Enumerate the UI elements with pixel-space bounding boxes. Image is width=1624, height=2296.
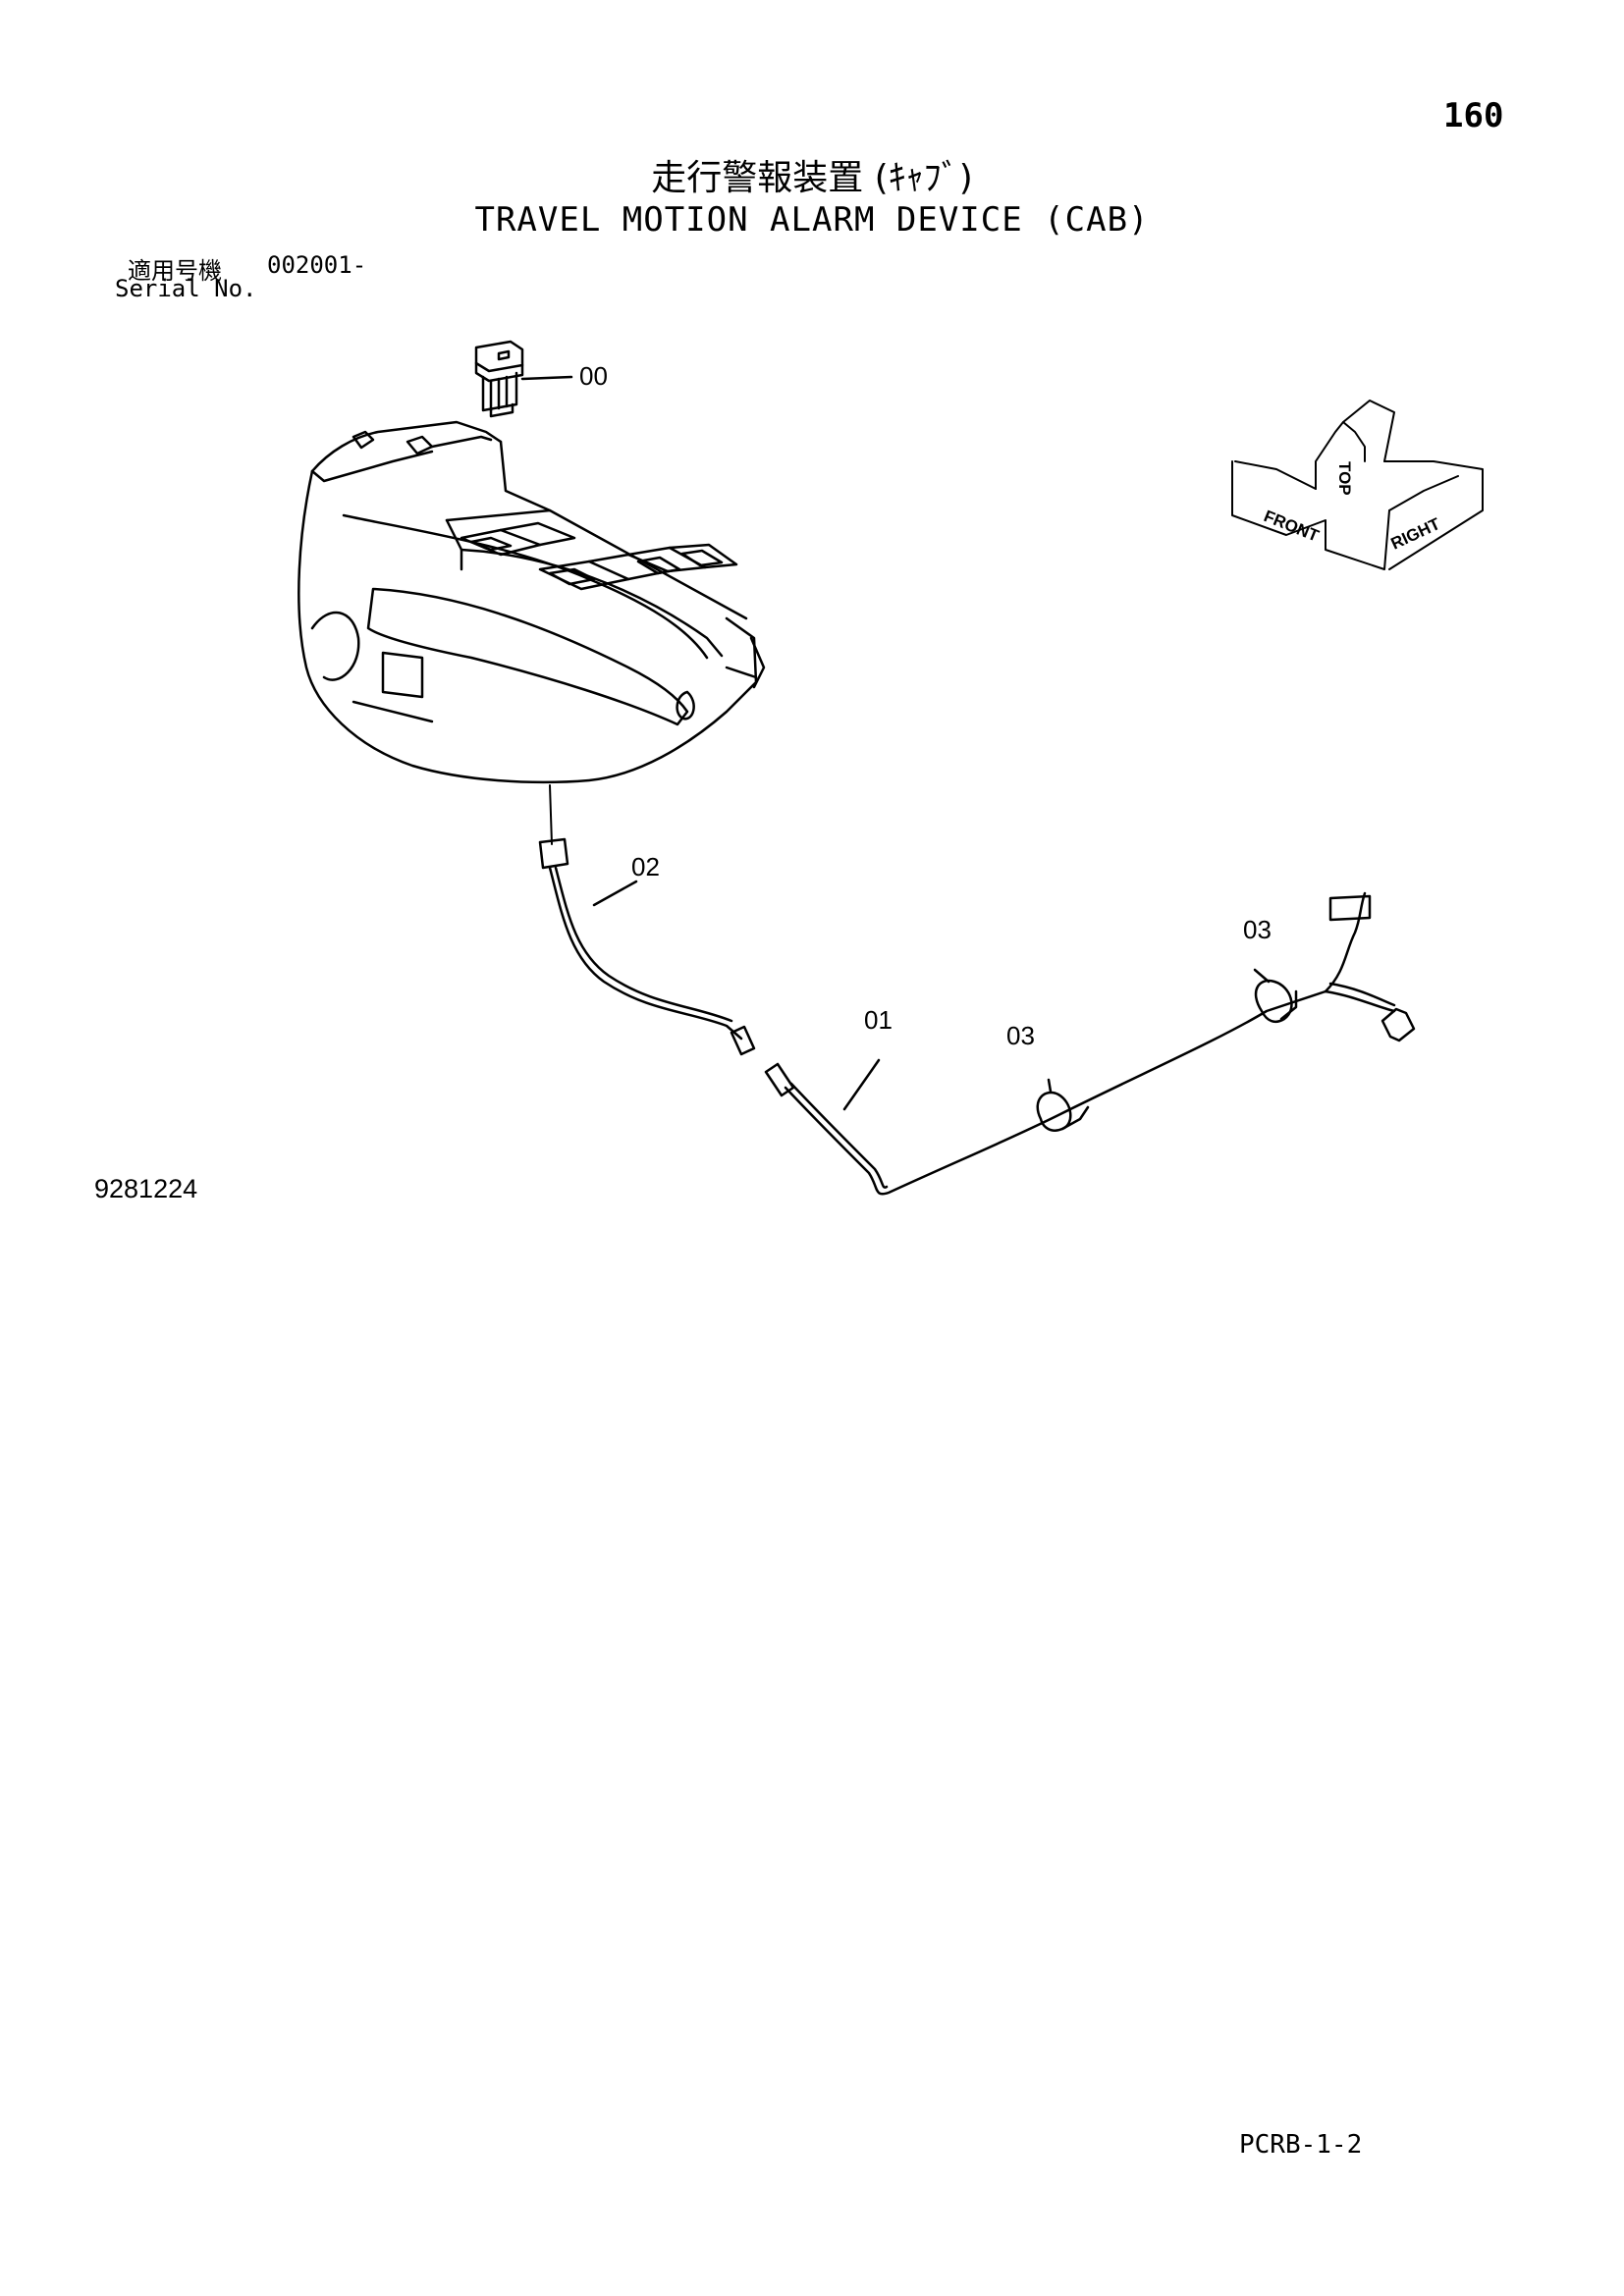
serial-label-japanese: 適用号機: [128, 257, 222, 285]
callout-01: 01: [864, 1005, 893, 1035]
orientation-right-label: RIGHT: [1388, 514, 1444, 554]
leader-line-03-left: [1047, 1078, 1053, 1094]
switch-console: [298, 420, 766, 784]
alarm-switch: [474, 340, 573, 418]
clamp-03-left: [1036, 1078, 1090, 1132]
leader-line-02: [592, 880, 638, 907]
serial-label-english: Serial No.: [115, 275, 257, 302]
callout-03-left: 03: [1006, 1021, 1035, 1050]
orientation-arrow: [1231, 400, 1484, 570]
console-switch-slots: [460, 521, 738, 591]
orientation-front-label: FRONT: [1262, 507, 1323, 546]
leader-line-01: [842, 1058, 881, 1111]
callout-02: 02: [631, 852, 660, 881]
callout-00: 00: [579, 361, 608, 391]
serial-value: 002001-: [267, 251, 367, 279]
harness-02: [538, 784, 756, 1056]
catalog-code: PCRB-1-2: [1239, 2130, 1363, 2160]
title-english: TRAVEL MOTION ALARM DEVICE (CAB): [474, 200, 1150, 240]
page-number: 160: [1443, 96, 1504, 135]
callout-03-right: 03: [1243, 915, 1272, 944]
orientation-top-label: TOP: [1335, 461, 1354, 496]
leader-line-00: [520, 375, 573, 381]
title-japanese: 走行警報装置 (ｷｬﾌﾞ): [651, 158, 973, 198]
leader-line-03-right: [1253, 968, 1271, 984]
drawing-number: 9281224: [94, 1174, 198, 1203]
clamp-03-right: [1253, 968, 1298, 1023]
harness-01: [764, 891, 1416, 1196]
